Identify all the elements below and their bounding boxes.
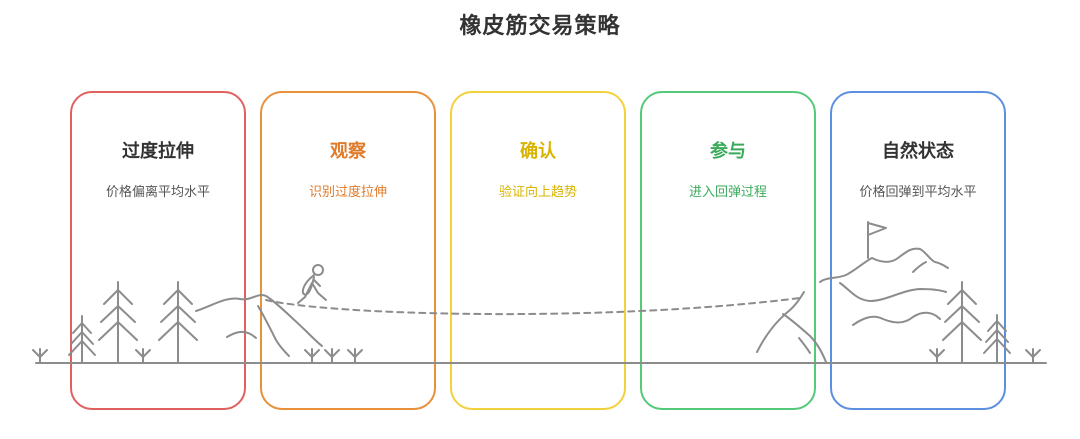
stage-title: 参与 (710, 141, 746, 162)
stage-desc: 识别过度拉伸 (308, 185, 387, 200)
rubber-band-path (265, 297, 801, 316)
stage-desc: 验证向上趋势 (498, 185, 577, 200)
stage-card-natural-state: 自然状态 价格回弹到平均水平 (830, 91, 1006, 410)
pine-tree-icon (942, 281, 982, 364)
stage-desc: 进入回弹过程 (688, 185, 767, 200)
stage-desc: 价格回弹到平均水平 (859, 185, 977, 200)
grass-icon (1025, 348, 1041, 364)
flag-icon (867, 221, 887, 259)
stage-title: 自然状态 (882, 141, 954, 162)
stage-title: 观察 (330, 141, 366, 162)
stage-card-observe: 观察 识别过度拉伸 (260, 91, 436, 410)
pine-tree-icon (983, 314, 1011, 364)
stage-card-confirm: 确认 验证向上趋势 (450, 91, 626, 410)
stage-card-participate: 参与 进入回弹过程 (640, 91, 816, 410)
pine-tree-icon (98, 281, 138, 364)
grass-icon (929, 348, 945, 364)
stage-card-overstretch: 过度拉伸 价格偏离平均水平 (70, 91, 246, 410)
diagram-title: 橡皮筋交易策略 (459, 14, 621, 39)
mountain-icon (819, 247, 949, 326)
grass-icon (324, 348, 340, 364)
stage-title: 确认 (520, 141, 556, 162)
stage-desc: 价格偏离平均水平 (105, 185, 210, 200)
grass-icon (32, 348, 48, 364)
mountain-icon (756, 291, 827, 363)
hiker-icon (297, 264, 327, 304)
grass-icon (304, 348, 320, 364)
grass-icon (347, 348, 363, 364)
pine-tree-icon (68, 315, 96, 364)
grass-icon (135, 348, 151, 364)
mountain-icon (195, 294, 323, 357)
pine-tree-icon (158, 281, 198, 364)
stage-title: 过度拉伸 (122, 141, 194, 162)
